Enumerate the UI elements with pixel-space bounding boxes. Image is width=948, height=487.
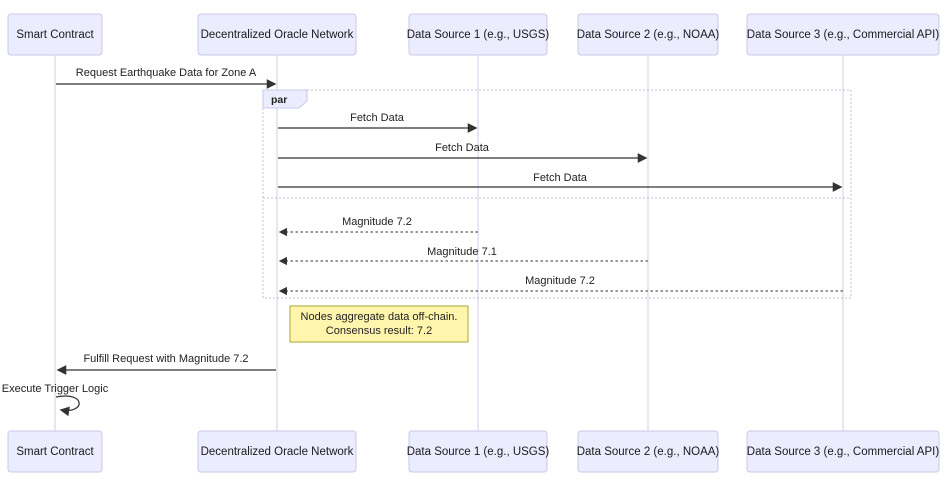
- actor-label-oracle-network-top: Decentralized Oracle Network: [201, 29, 354, 41]
- actors-top: Smart Contract Decentralized Oracle Netw…: [7, 13, 940, 56]
- actor-label-data-source-1-bottom: Data Source 1 (e.g., USGS): [407, 446, 550, 458]
- note-line-1: Nodes aggregate data off-chain.: [301, 311, 458, 323]
- actor-box-smart-contract-top: [7, 13, 103, 56]
- message-label-fetch-data-3: Fetch Data: [533, 172, 588, 184]
- note-box: [289, 305, 469, 343]
- par-label: par: [271, 94, 287, 106]
- message-label-fetch-data-2: Fetch Data: [435, 142, 490, 154]
- actor-box-oracle-network-top: [197, 13, 357, 56]
- actor-label-smart-contract-top: Smart Contract: [16, 29, 94, 41]
- message-label-magnitude-3: Magnitude 7.2: [525, 275, 595, 287]
- self-loop-arrow-execute-trigger: [55, 395, 80, 417]
- actor-box-smart-contract-bottom: [7, 430, 103, 473]
- actor-label-data-source-2-top: Data Source 2 (e.g., NOAA): [577, 29, 720, 41]
- actor-label-smart-contract-bottom: Smart Contract: [16, 446, 94, 458]
- actor-box-data-source-3-bottom: [746, 430, 940, 473]
- actor-box-data-source-3-top: [746, 13, 940, 56]
- actor-box-oracle-network-bottom: [197, 430, 357, 473]
- note: Nodes aggregate data off-chain. Consensu…: [289, 305, 469, 343]
- message-label-magnitude-1: Magnitude 7.2: [342, 216, 412, 228]
- actor-box-data-source-2-top: [577, 13, 719, 56]
- actor-box-data-source-1-top: [408, 13, 548, 56]
- message-label-execute-trigger: Execute Trigger Logic: [2, 383, 109, 395]
- messages: Request Earthquake Data for Zone A Fetch…: [2, 67, 843, 417]
- par-frame: [262, 89, 852, 299]
- actor-label-data-source-3-bottom: Data Source 3 (e.g., Commercial API): [747, 446, 940, 458]
- note-line-2: Consensus result: 7.2: [326, 325, 432, 337]
- actor-box-data-source-2-bottom: [577, 430, 719, 473]
- actor-label-data-source-2-bottom: Data Source 2 (e.g., NOAA): [577, 446, 720, 458]
- actor-label-oracle-network-bottom: Decentralized Oracle Network: [201, 446, 354, 458]
- actor-label-data-source-1-top: Data Source 1 (e.g., USGS): [407, 29, 550, 41]
- message-label-magnitude-2: Magnitude 7.1: [427, 246, 497, 258]
- message-label-fulfill-request: Fulfill Request with Magnitude 7.2: [83, 353, 248, 365]
- par-label-tab: [262, 89, 308, 109]
- actor-box-data-source-1-bottom: [408, 430, 548, 473]
- actor-label-data-source-3-top: Data Source 3 (e.g., Commercial API): [747, 29, 940, 41]
- par-block: par: [262, 89, 852, 299]
- actors-bottom: Smart Contract Decentralized Oracle Netw…: [7, 430, 940, 473]
- lifelines: [54, 55, 844, 431]
- message-label-fetch-data-1: Fetch Data: [350, 112, 405, 124]
- message-label-request-earthquake: Request Earthquake Data for Zone A: [76, 67, 257, 79]
